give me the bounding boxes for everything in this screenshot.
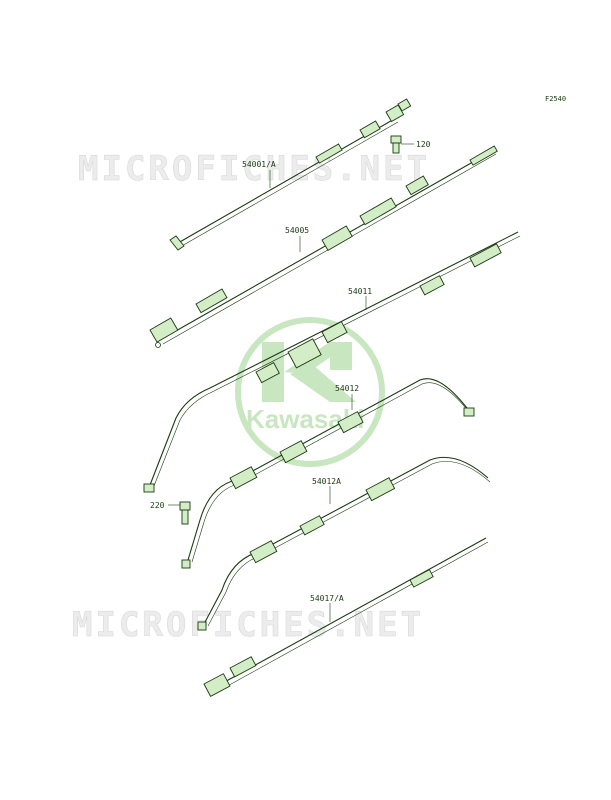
bolt-120 — [390, 135, 414, 154]
part-label-54012: 54012 — [335, 384, 359, 393]
cable-54012 — [181, 378, 475, 569]
part-label-54001-a: 54001/A — [242, 160, 276, 169]
part-label-54017-a: 54017/A — [310, 594, 344, 603]
cable-54012a — [197, 456, 491, 631]
cable-54005 — [149, 145, 498, 348]
watermark-top: MICROFICHES.NET — [78, 149, 430, 189]
cable-54001-a — [169, 98, 412, 251]
cable-54011 — [143, 231, 521, 493]
figure-code: F2540 — [545, 95, 566, 103]
cable-54017-a — [203, 537, 489, 697]
part-label-220: 220 — [150, 501, 165, 510]
kawasaki-logo: Kawasaki — [235, 317, 385, 467]
screw-220 — [168, 501, 191, 525]
part-label-120: 120 — [416, 140, 431, 149]
part-label-54005: 54005 — [285, 226, 309, 235]
part-label-54011: 54011 — [348, 287, 372, 296]
part-label-54012a: 54012A — [312, 477, 341, 486]
watermark-bottom: MICROFICHES.NET — [72, 605, 424, 645]
